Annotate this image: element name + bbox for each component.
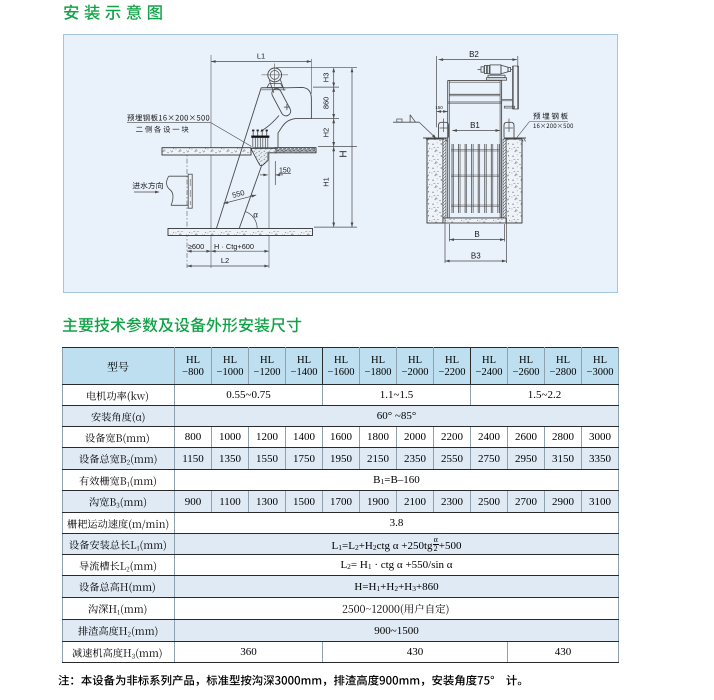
svg-text:α: α xyxy=(253,211,258,220)
svg-text:150: 150 xyxy=(435,105,443,110)
svg-text:≥600: ≥600 xyxy=(188,242,204,251)
svg-text:B: B xyxy=(474,230,479,239)
svg-text:H · Ctg+600: H · Ctg+600 xyxy=(214,242,254,251)
svg-text:H: H xyxy=(339,150,350,157)
svg-text:150: 150 xyxy=(279,167,291,174)
svg-text:860: 860 xyxy=(322,97,331,110)
svg-text:550: 550 xyxy=(231,188,245,200)
svg-text:H1: H1 xyxy=(322,177,331,187)
svg-text:L1: L1 xyxy=(257,52,265,61)
svg-text:H2: H2 xyxy=(322,128,331,138)
svg-text:L2: L2 xyxy=(221,256,229,265)
svg-text:B3: B3 xyxy=(471,251,481,260)
svg-text:H3: H3 xyxy=(322,73,331,83)
svg-text:B1: B1 xyxy=(470,121,480,130)
svg-text:B2: B2 xyxy=(469,50,479,59)
